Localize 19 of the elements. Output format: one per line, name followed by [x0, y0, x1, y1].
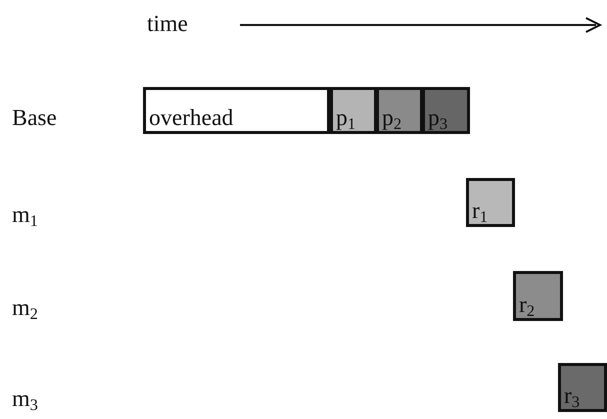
block-label: r$_{3}$	[564, 384, 580, 407]
row-label: m$_{3}$	[12, 387, 38, 410]
row-label: m$_{2}$	[12, 296, 38, 319]
time-block	[466, 178, 515, 227]
row-label: Base	[12, 106, 57, 129]
time-block	[422, 87, 470, 134]
block-label: r$_{1}$	[472, 199, 488, 222]
block-label: p$_{1}$	[336, 106, 356, 129]
time-block	[330, 87, 377, 134]
axis-label: time	[147, 12, 188, 35]
time-block	[376, 87, 423, 134]
block-label: overhead	[149, 106, 234, 129]
time-block	[558, 363, 607, 412]
time-block	[513, 271, 563, 321]
block-label: r$_{2}$	[519, 293, 535, 316]
block-label: p$_{3}$	[428, 106, 448, 129]
overhead-bar	[143, 87, 330, 134]
block-label: p$_{2}$	[382, 106, 402, 129]
row-label: m$_{1}$	[12, 203, 38, 226]
